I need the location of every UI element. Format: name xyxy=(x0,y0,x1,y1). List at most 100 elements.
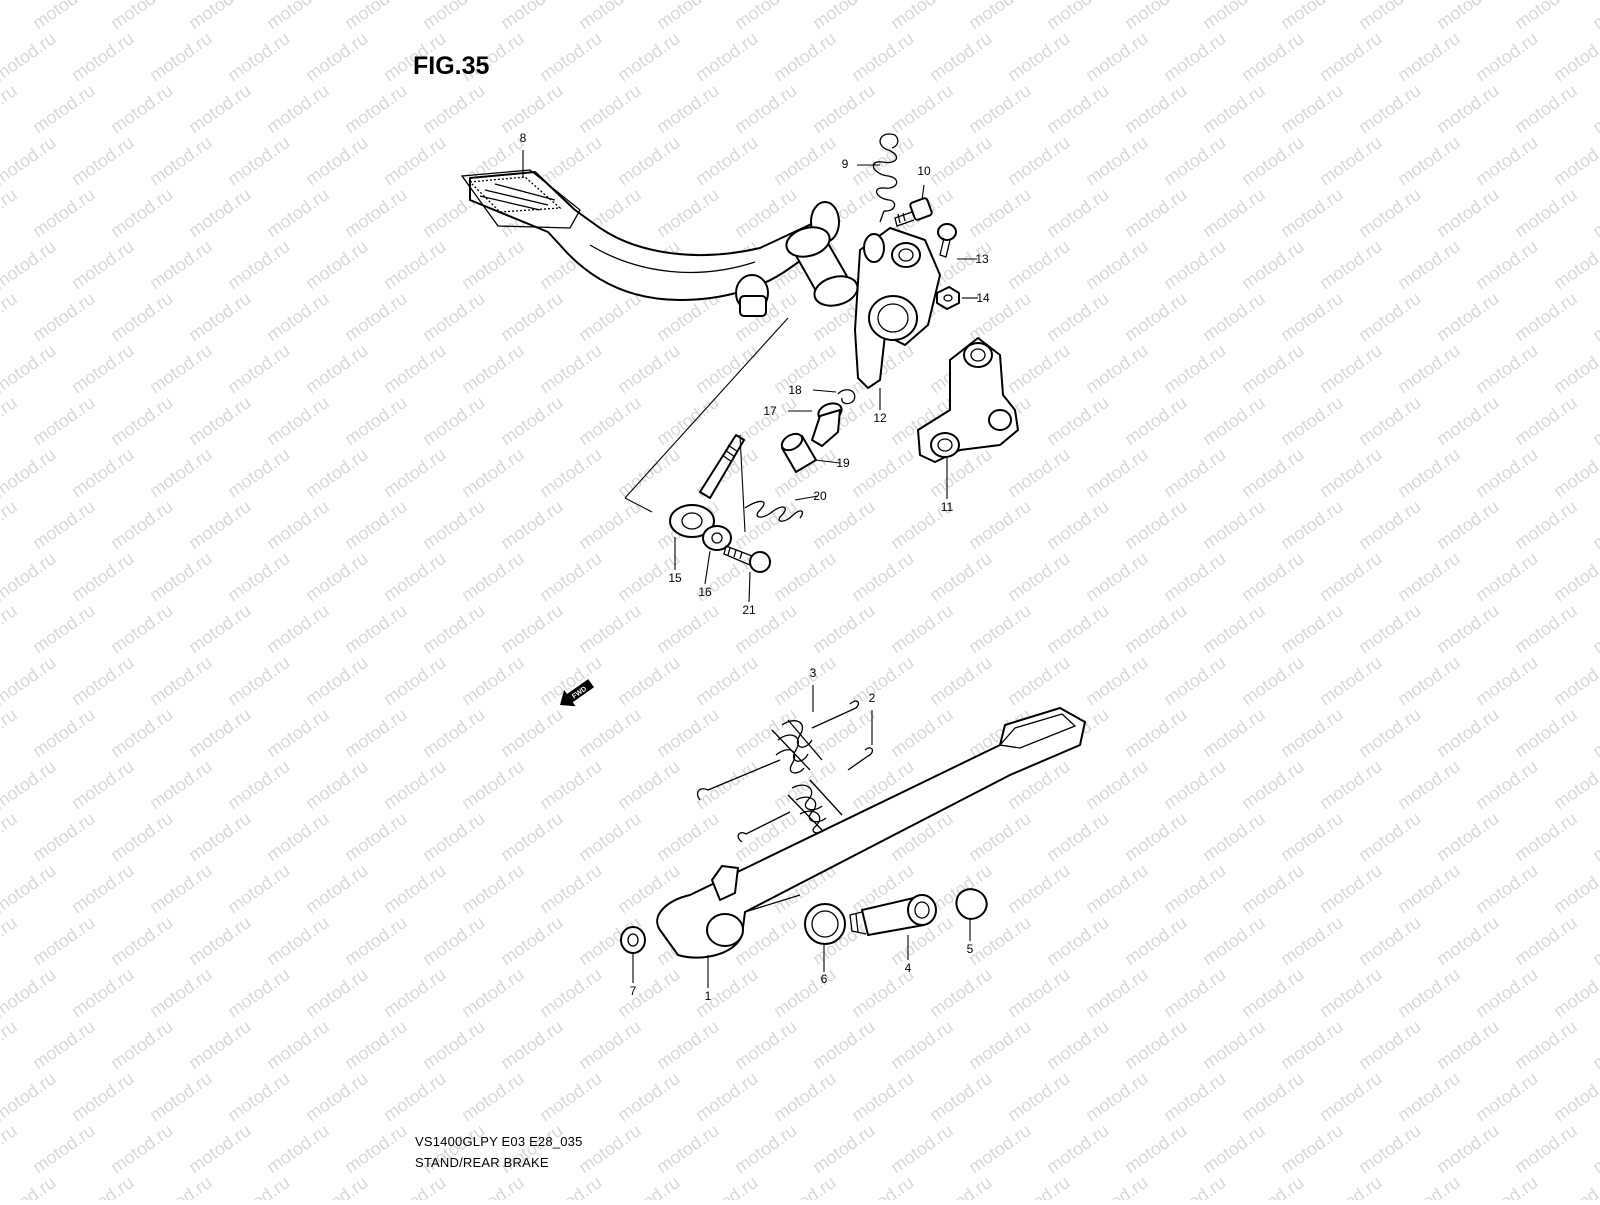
watermark-text: motod.ru xyxy=(1160,860,1230,917)
watermark-text: motod.ru xyxy=(1433,1120,1503,1177)
watermark-text: motod.ru xyxy=(1277,1120,1347,1177)
watermark-text: motod.ru xyxy=(0,0,20,33)
watermark-text: motod.ru xyxy=(926,652,996,709)
watermark-text: motod.ru xyxy=(1355,600,1425,657)
watermark-text: motod.ru xyxy=(224,340,294,397)
watermark-text: motod.ru xyxy=(1238,1172,1308,1200)
watermark-text: motod.ru xyxy=(0,28,59,85)
watermark-text: motod.ru xyxy=(497,912,567,969)
watermark-text: motod.ru xyxy=(1004,548,1074,605)
callout-label-21: 21 xyxy=(742,603,756,617)
clevis-pin-part xyxy=(811,402,843,447)
watermark-text: motod.ru xyxy=(146,444,216,501)
watermark-text: motod.ru xyxy=(1277,288,1347,345)
watermark-text: motod.ru xyxy=(29,808,99,865)
brake-rod-part xyxy=(669,434,745,538)
watermark-text: motod.ru xyxy=(1082,1068,1152,1125)
watermark-text: motod.ru xyxy=(1511,704,1581,761)
watermark-text: motod.ru xyxy=(146,236,216,293)
callout-label-1: 1 xyxy=(705,989,712,1003)
watermark-text: motod.ru xyxy=(965,1016,1035,1073)
watermark-text: motod.ru xyxy=(0,340,59,397)
watermark-text: motod.ru xyxy=(0,548,59,605)
stand-spring-outer-part xyxy=(696,700,860,801)
watermark-text: motod.ru xyxy=(0,756,59,813)
watermark-text: motod.ru xyxy=(263,496,333,553)
stand-spring-inner-part xyxy=(737,747,874,843)
watermark-text: motod.ru xyxy=(1238,28,1308,85)
watermark-text: motod.ru xyxy=(848,28,918,85)
watermark-text: motod.ru xyxy=(497,392,567,449)
callout-label-5: 5 xyxy=(967,942,974,956)
watermark-text: motod.ru xyxy=(848,444,918,501)
watermark-text: motod.ru xyxy=(263,80,333,137)
watermark-text: motod.ru xyxy=(68,964,138,1021)
watermark-text: motod.ru xyxy=(380,340,450,397)
watermark-text: motod.ru xyxy=(1082,964,1152,1021)
watermark-text: motod.ru xyxy=(1316,444,1386,501)
watermark-text: motod.ru xyxy=(965,912,1035,969)
watermark-text: motod.ru xyxy=(1433,496,1503,553)
watermark-text: motod.ru xyxy=(0,704,20,761)
watermark-text: motod.ru xyxy=(1550,444,1600,501)
watermark-text: motod.ru xyxy=(1199,704,1269,761)
watermark-text: motod.ru xyxy=(614,132,684,189)
watermark-text: motod.ru xyxy=(68,548,138,605)
watermark-text: motod.ru xyxy=(68,340,138,397)
watermark-text: motod.ru xyxy=(1199,1120,1269,1177)
watermark-text: motod.ru xyxy=(1472,652,1542,709)
callout-label-20: 20 xyxy=(813,489,827,503)
watermark-text: motod.ru xyxy=(341,1120,411,1177)
callout-label-2: 2 xyxy=(869,691,876,705)
watermark-text: motod.ru xyxy=(107,80,177,137)
watermark-text: motod.ru xyxy=(1043,496,1113,553)
watermark-text: motod.ru xyxy=(1082,1172,1152,1200)
watermark-text: motod.ru xyxy=(263,704,333,761)
watermark-text: motod.ru xyxy=(341,912,411,969)
watermark-text: motod.ru xyxy=(1277,80,1347,137)
watermark-text: motod.ru xyxy=(458,340,528,397)
watermark-text: motod.ru xyxy=(263,808,333,865)
watermark-text: motod.ru xyxy=(1394,652,1464,709)
watermark-text: motod.ru xyxy=(497,288,567,345)
watermark-text: motod.ru xyxy=(653,704,723,761)
watermark-text: motod.ru xyxy=(692,132,762,189)
stand-washer-part xyxy=(804,903,846,945)
stand-cap-part xyxy=(955,888,988,920)
watermark-text: motod.ru xyxy=(1472,236,1542,293)
watermark-text: motod.ru xyxy=(1121,912,1191,969)
side-stand-part xyxy=(656,707,1086,959)
watermark-text: motod.ru xyxy=(1511,912,1581,969)
watermark-text: motod.ru xyxy=(419,600,489,657)
watermark-text: motod.ru xyxy=(1043,808,1113,865)
watermark-text: motod.ru xyxy=(341,600,411,657)
watermark-text: motod.ru xyxy=(1082,236,1152,293)
callout-label-17: 17 xyxy=(763,404,777,418)
watermark-text: motod.ru xyxy=(1355,1120,1425,1177)
watermark-text: motod.ru xyxy=(1238,132,1308,189)
watermark-text: motod.ru xyxy=(1511,80,1581,137)
watermark-text: motod.ru xyxy=(146,548,216,605)
watermark-text: motod.ru xyxy=(692,340,762,397)
watermark-text: motod.ru xyxy=(185,704,255,761)
watermark-text: motod.ru xyxy=(458,1172,528,1200)
watermark-text: motod.ru xyxy=(224,964,294,1021)
watermark-text: motod.ru xyxy=(263,1016,333,1073)
watermark-text: motod.ru xyxy=(692,1068,762,1125)
watermark-text: motod.ru xyxy=(653,184,723,241)
washer-part xyxy=(702,525,732,551)
watermark-text: motod.ru xyxy=(185,496,255,553)
watermark-text: motod.ru xyxy=(419,80,489,137)
watermark-text: motod.ru xyxy=(1043,1120,1113,1177)
watermark-text: motod.ru xyxy=(1589,288,1600,345)
watermark-text: motod.ru xyxy=(965,1120,1035,1177)
watermark-text: motod.ru xyxy=(1277,496,1347,553)
watermark-text: motod.ru xyxy=(107,392,177,449)
watermark-text: motod.ru xyxy=(0,132,59,189)
callout-label-18: 18 xyxy=(788,383,802,397)
watermark-text: motod.ru xyxy=(107,808,177,865)
watermark-text: motod.ru xyxy=(0,808,20,865)
watermark-text: motod.ru xyxy=(1511,1120,1581,1177)
